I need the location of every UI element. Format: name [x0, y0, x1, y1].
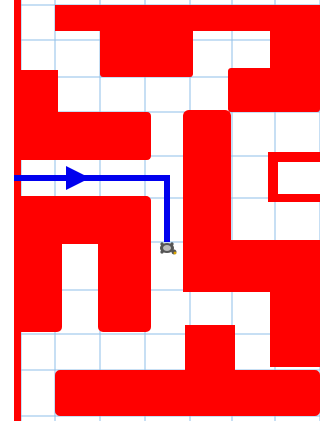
turtle-icon	[160, 242, 177, 254]
wall-lower-right-post	[270, 240, 320, 367]
wall-lower-mid-leg	[98, 196, 151, 332]
wall-left-arm	[14, 112, 151, 160]
arrow-right-icon	[66, 166, 90, 190]
wall-right-arm	[228, 68, 320, 112]
wall-bottom-band	[55, 370, 320, 416]
wall-lower-left-leg	[14, 196, 62, 332]
wall-right-box-hole	[278, 162, 320, 194]
wall-top-right	[270, 5, 320, 77]
wall-top-block	[100, 5, 193, 77]
